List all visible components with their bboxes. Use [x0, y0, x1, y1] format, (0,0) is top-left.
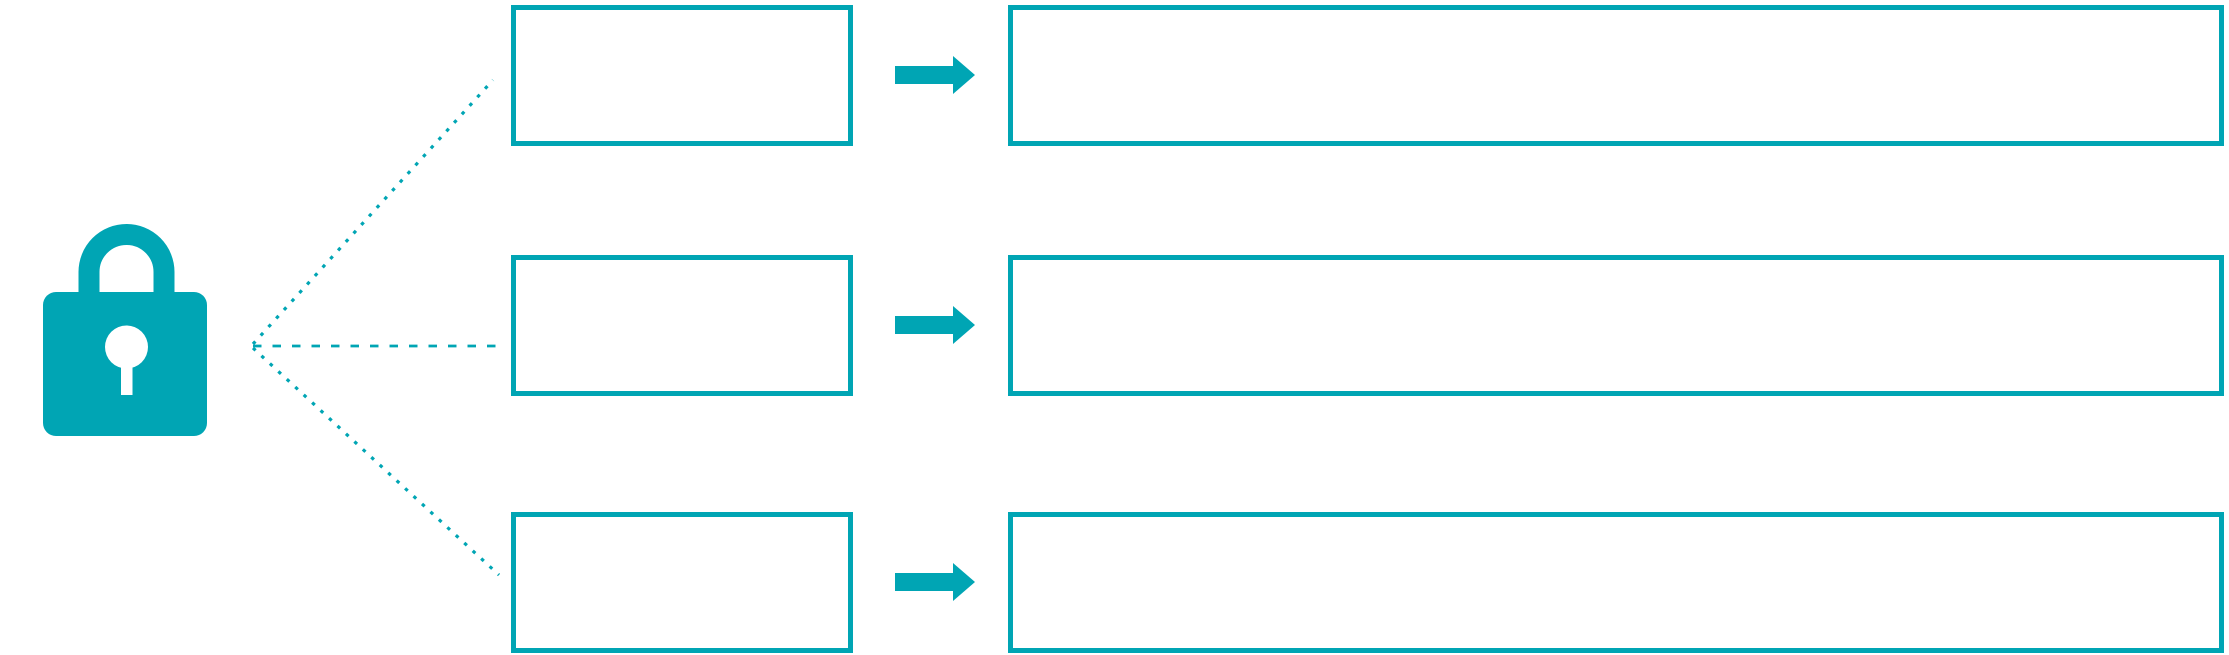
arrow-right-shape: [895, 56, 975, 94]
arrow-right-shape: [895, 563, 975, 601]
description-box-1: [1008, 5, 2224, 146]
lock-shackle: [78, 224, 175, 304]
term-box-3: [511, 512, 853, 653]
arrow-right-shape: [895, 306, 975, 344]
lock-icon: [43, 224, 207, 436]
arrow-right-icon: [895, 56, 975, 94]
lock-keyhole-stem: [121, 362, 133, 395]
connector-line-bottom: [251, 346, 501, 577]
lock-keyhole-circle: [105, 325, 148, 369]
term-box-2: [511, 255, 853, 396]
description-box-3: [1008, 512, 2224, 653]
term-box-1: [511, 5, 853, 146]
arrow-right-icon: [895, 563, 975, 601]
description-box-2: [1008, 255, 2224, 396]
connector-line-top: [251, 78, 495, 346]
arrow-right-icon: [895, 306, 975, 344]
